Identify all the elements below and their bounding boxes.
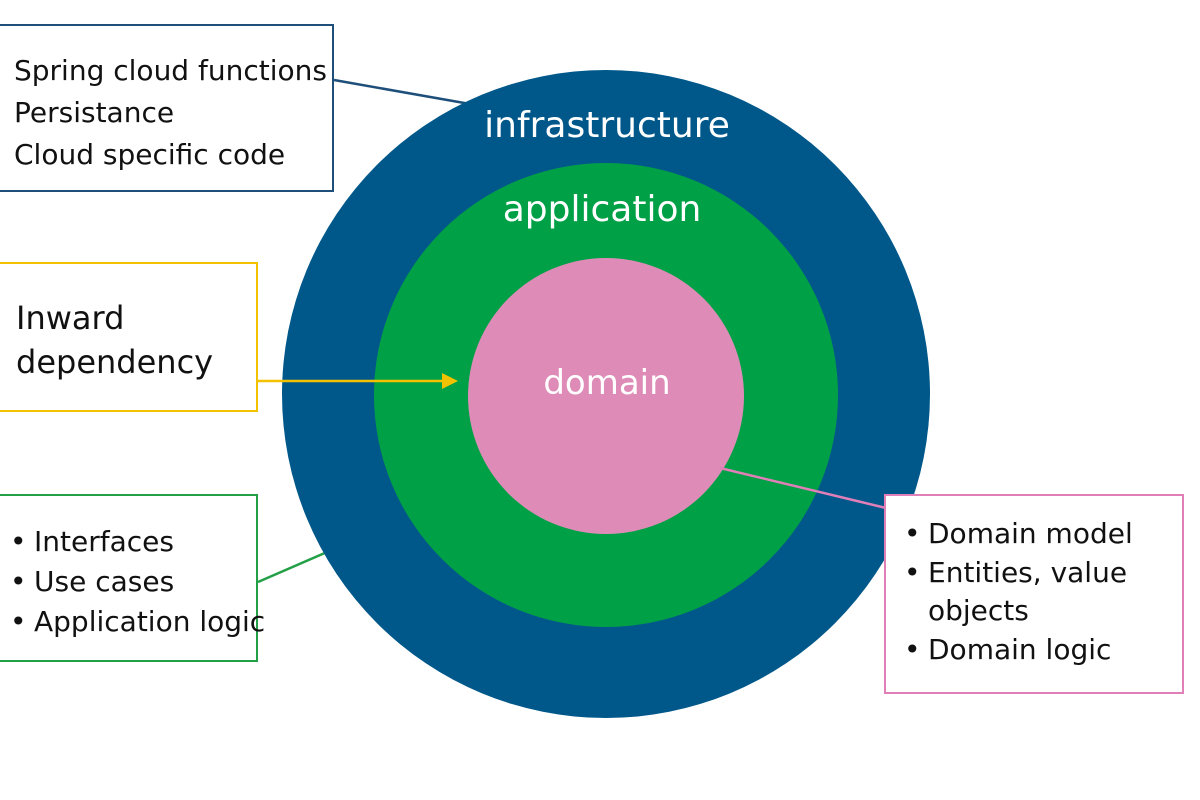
infrastructure-callout-line: Persistance bbox=[14, 96, 175, 129]
domain-core-label: domain bbox=[543, 363, 670, 403]
domain-connector-line bbox=[719, 466, 887, 510]
list-item: Domain logic bbox=[902, 630, 1182, 670]
infrastructure-callout-line: Cloud specific code bbox=[14, 138, 286, 171]
inward-dependency-title: Inward dependency bbox=[16, 299, 214, 381]
domain-callout-list: Domain model Entities, value objects Dom… bbox=[902, 514, 1182, 670]
inward-dependency-arrowhead bbox=[442, 373, 458, 389]
infrastructure-callout-line: Spring cloud functions bbox=[14, 54, 327, 87]
list-item: Domain model bbox=[902, 514, 1182, 554]
list-item: Use cases bbox=[8, 562, 256, 602]
application-callout-box: Interfaces Use cases Application logic bbox=[0, 494, 265, 662]
infrastructure-connector-line bbox=[333, 78, 471, 106]
list-item: Entities, value objects bbox=[902, 554, 1178, 630]
domain-callout-box: Domain model Entities, value objects Dom… bbox=[884, 494, 1184, 694]
list-item: Interfaces bbox=[8, 522, 256, 562]
list-item: Application logic bbox=[8, 602, 265, 642]
application-ring-label: application bbox=[503, 189, 702, 230]
domain-core bbox=[468, 258, 744, 534]
inward-dependency-callout-box: Inward dependency bbox=[0, 262, 258, 412]
application-callout-list: Interfaces Use cases Application logic bbox=[8, 522, 265, 642]
infrastructure-ring-label: infrastructure bbox=[484, 105, 730, 146]
infrastructure-callout-box: Spring cloud functions Persistance Cloud… bbox=[0, 24, 334, 192]
